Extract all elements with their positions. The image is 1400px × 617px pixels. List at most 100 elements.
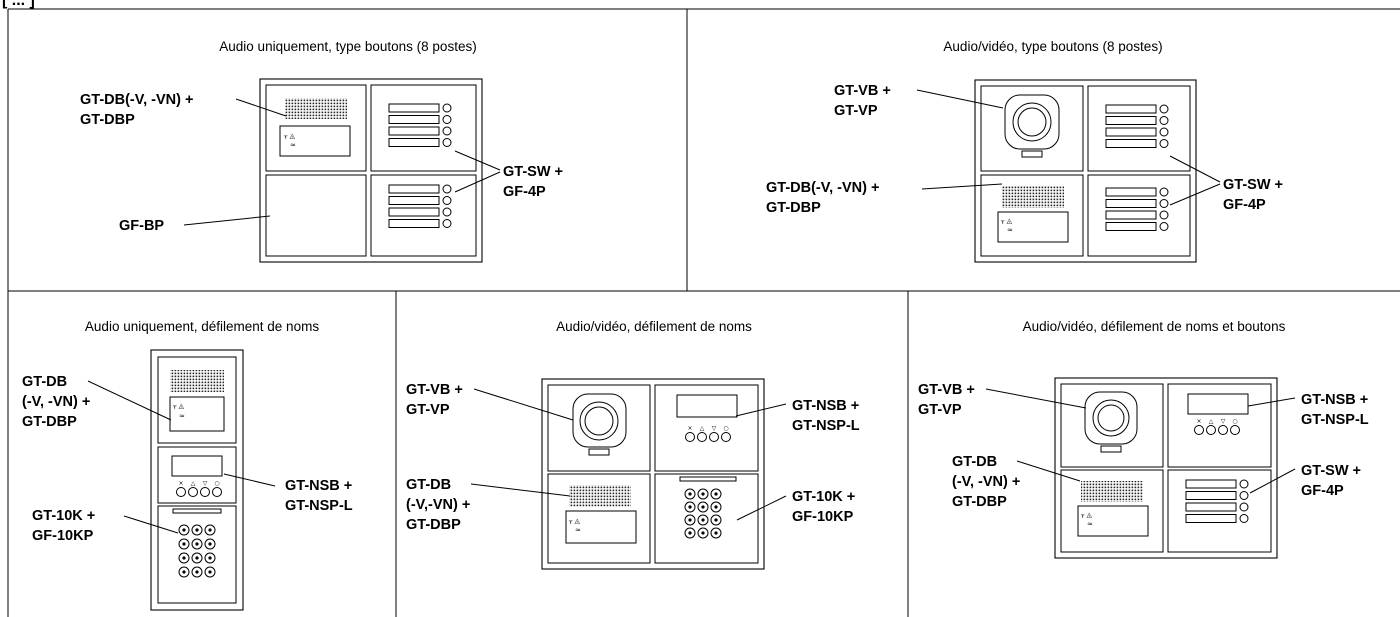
label-gt-nsb: GT-NSB +: [285, 478, 352, 494]
leader-line: [223, 473, 276, 487]
label-gt-db: GT-DB: [22, 374, 67, 390]
keypad-key: [204, 538, 216, 550]
speaker-grill: [569, 485, 631, 507]
leader-line: [1169, 183, 1221, 206]
svg-text:ᚁ ◬: ᚁ ◬: [1000, 217, 1013, 225]
leader-line: [87, 380, 172, 421]
keypad-key: [191, 566, 203, 578]
leader-line: [454, 150, 501, 171]
svg-text:○: ○: [1232, 418, 1237, 425]
camera-lens: [572, 393, 627, 456]
name-button: [1105, 199, 1169, 208]
svg-text:ᚁ ◬: ᚁ ◬: [172, 402, 185, 410]
leader-line: [735, 403, 787, 417]
keypad-key: [204, 552, 216, 564]
svg-text:≈: ≈: [1087, 520, 1093, 528]
name-button: [1185, 514, 1249, 523]
svg-text:≈: ≈: [290, 141, 296, 149]
name-display: [1187, 393, 1249, 415]
svg-text:ᚁ ◬: ᚁ ◬: [568, 517, 581, 525]
keypad-key: [710, 527, 722, 539]
speaker-grill: [1002, 186, 1064, 208]
leader-line: [235, 98, 287, 117]
label-gt-db-variant: (-V, -VN) +: [22, 394, 90, 410]
svg-text:○: ○: [214, 480, 219, 487]
label-gt-dbp: GT-DBP: [22, 414, 77, 430]
label-gt-db-variant: (-V, -VN) +: [952, 474, 1020, 490]
name-button: [388, 207, 452, 217]
nav-button: ○: [212, 480, 222, 497]
label-gf-10kp: GF-10KP: [32, 528, 94, 544]
keypad-key: [697, 501, 709, 513]
leader-line: [736, 495, 787, 521]
header-fragment: [ ... ]: [2, 0, 35, 9]
leader-line: [473, 388, 574, 421]
keypad-key: [684, 501, 696, 513]
label-gt-vp: GT-VP: [834, 103, 878, 119]
svg-text:▽: ▽: [1221, 418, 1226, 425]
button-rows: [1105, 104, 1169, 231]
svg-text:≈: ≈: [179, 412, 185, 420]
svg-text:△: △: [700, 425, 705, 432]
leader-line: [1249, 468, 1296, 494]
name-button: [1105, 210, 1169, 220]
keypad-key: [178, 552, 190, 564]
name-button: [388, 196, 452, 205]
label-gt-db: GT-DB: [406, 477, 451, 493]
panel-av-scroll: Audio/vidéo, défilement de noms ᚁ ◬ ≈ ×△…: [406, 319, 860, 570]
label-gf-bp: GF-BP: [119, 218, 164, 234]
panel-title: Audio uniquement, défilement de noms: [85, 319, 319, 334]
label-gf-4p: GF-4P: [1223, 197, 1266, 213]
speaker-grill: [170, 370, 224, 392]
leader-line: [1169, 155, 1221, 183]
label-gf-10kp: GF-10KP: [792, 509, 854, 525]
label-gt-nsp-l: GT-NSP-L: [285, 498, 353, 514]
leader-line: [454, 171, 501, 193]
keypad-key: [191, 538, 203, 550]
nav-button: ×: [176, 480, 186, 497]
label-gt-db: GT-DB: [952, 454, 997, 470]
label-gt-10k: GT-10K +: [792, 489, 855, 505]
leader-line: [470, 483, 571, 497]
keypad: [178, 524, 216, 578]
leader-line: [1247, 397, 1296, 407]
svg-text:△: △: [191, 480, 196, 487]
label-gt-vp: GT-VP: [406, 402, 450, 418]
label-gt-dbp: GT-DBP: [766, 200, 821, 216]
panel-audio-buttons: Audio uniquement, type boutons (8 postes…: [80, 39, 563, 263]
panel-illustration: ᚁ ◬ ≈: [150, 349, 244, 611]
nav-button: ▽: [1218, 418, 1228, 435]
label-gt-dbp: GT-DBP: [80, 112, 135, 128]
svg-text:▽: ▽: [712, 425, 717, 432]
label-gt-sw: GT-SW +: [503, 164, 563, 180]
leader-line: [183, 215, 271, 226]
label-gt-nsb: GT-NSB +: [792, 398, 859, 414]
button-rows: [1185, 479, 1249, 523]
keypad-key: [178, 566, 190, 578]
panel-illustration: ᚁ ◬ ≈: [541, 378, 765, 570]
name-button: [1105, 187, 1169, 197]
name-button: [1105, 222, 1169, 231]
keypad-key: [697, 514, 709, 526]
label-gt-vb: GT-VB +: [918, 382, 975, 398]
button-rows: [388, 103, 452, 228]
name-display: [171, 455, 223, 477]
keypad-key: [684, 527, 696, 539]
keypad-key: [710, 488, 722, 500]
svg-text:≈: ≈: [1007, 226, 1013, 234]
svg-text:▽: ▽: [203, 480, 208, 487]
nav-button: ×: [685, 425, 695, 442]
name-button: [1185, 502, 1249, 512]
svg-text:ᚁ ◬: ᚁ ◬: [283, 132, 296, 140]
svg-text:×: ×: [178, 480, 183, 487]
nav-buttons: ×△▽○: [685, 425, 731, 442]
nav-button: ×: [1194, 418, 1204, 435]
nav-button: ○: [1230, 418, 1240, 435]
label-gt-dbp: GT-DBP: [952, 494, 1007, 510]
name-button: [1105, 139, 1169, 148]
svg-text:≈: ≈: [575, 526, 581, 534]
keypad-key: [710, 501, 722, 513]
label-gt-db-variant: (-V,-VN) +: [406, 497, 470, 513]
name-button: [388, 126, 452, 136]
speaker-grill: [285, 98, 347, 119]
